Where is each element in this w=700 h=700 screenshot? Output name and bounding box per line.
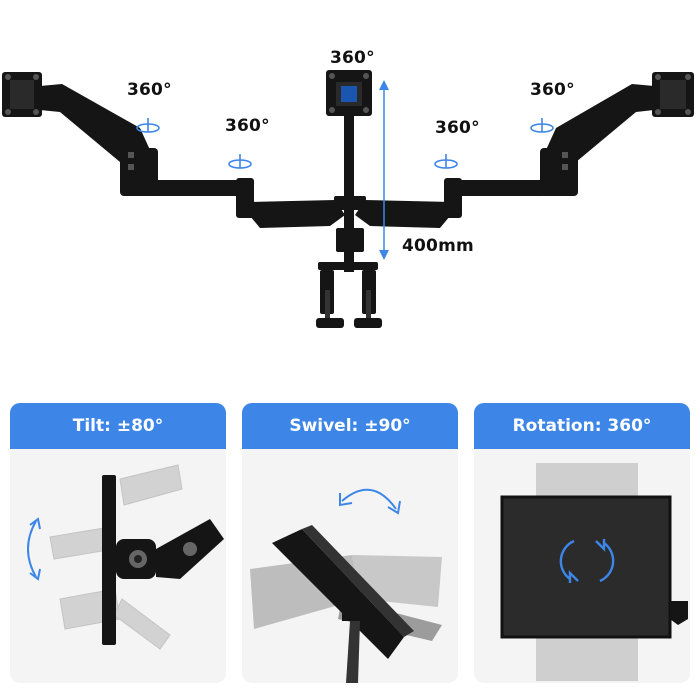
swivel-arrow-icon xyxy=(339,488,401,515)
right-gas-spring-arm xyxy=(355,84,654,228)
swivel-monitor xyxy=(272,529,404,659)
swivel-illustration xyxy=(242,449,458,683)
rotation-arrow-icon xyxy=(559,539,615,583)
rotation-arrow-icons xyxy=(136,118,554,169)
tilt-arrow-icon xyxy=(27,517,41,581)
center-pole-and-mount xyxy=(316,70,382,328)
tilt-vesa-plate xyxy=(102,475,116,645)
left-vesa-plate xyxy=(2,72,42,117)
left-gas-spring-arm xyxy=(40,84,345,228)
right-outer-rotation-label: 360° xyxy=(530,80,575,100)
height-arrow xyxy=(379,80,389,260)
swivel-feature-card: Swivel: ±90° xyxy=(242,403,458,683)
tilt-card-title: Tilt: ±80° xyxy=(10,403,226,449)
rotation-illustration xyxy=(474,449,690,683)
center-rotation-label: 360° xyxy=(330,48,375,68)
tilt-illustration xyxy=(10,449,226,683)
height-adjust-label: 400mm xyxy=(402,236,474,256)
monitor-arm-drawing xyxy=(2,70,694,328)
triple-monitor-arm-illustration: 360° 360° 360° 360° 360° 400mm xyxy=(2,48,694,328)
right-inner-rotation-label: 360° xyxy=(435,118,480,138)
rotation-feature-card: Rotation: 360° xyxy=(474,403,690,683)
rotation-monitor xyxy=(500,495,672,639)
right-vesa-plate xyxy=(652,72,694,117)
left-outer-rotation-label: 360° xyxy=(127,80,172,100)
rotation-card-title: Rotation: 360° xyxy=(474,403,690,449)
left-inner-rotation-label: 360° xyxy=(225,116,270,136)
swivel-card-title: Swivel: ±90° xyxy=(242,403,458,449)
tilt-feature-card: Tilt: ±80° xyxy=(10,403,226,683)
